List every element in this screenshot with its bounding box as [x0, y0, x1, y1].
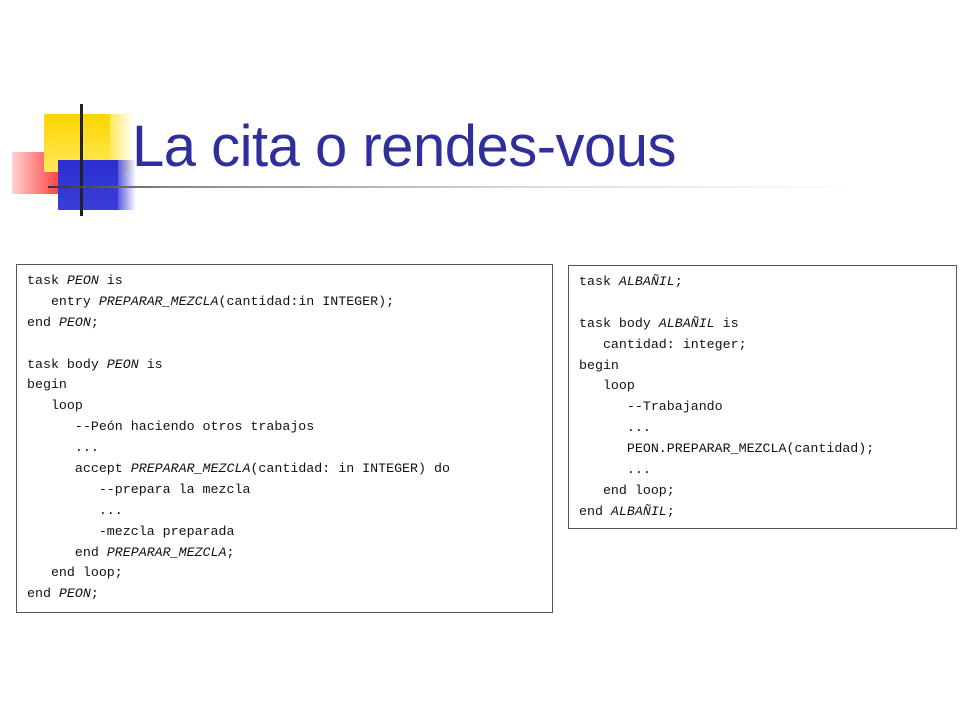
code-line: cantidad: integer; [579, 335, 946, 356]
code-line: ... [27, 438, 542, 459]
code-identifier: PEON [58, 314, 91, 330]
code-text: (cantidad:in INTEGER); [218, 293, 395, 309]
code-identifier: PEON [58, 586, 91, 602]
code-text: end loop; [27, 565, 123, 581]
code-text: end [27, 314, 59, 330]
code-text: entry [27, 293, 99, 309]
code-identifier: PREPARAR_MEZCLA [130, 461, 251, 477]
code-line: end loop; [27, 563, 542, 584]
code-line: end ALBAÑIL; [579, 502, 946, 523]
code-line: end PREPARAR_MEZCLA; [27, 543, 542, 564]
code-text: end [27, 586, 59, 602]
code-box-albanil: task ALBAÑIL; task body ALBAÑIL is cantid… [568, 265, 957, 529]
code-text: --prepara la mezcla [27, 481, 251, 497]
code-line: end PEON; [27, 313, 542, 334]
code-text: ... [579, 462, 651, 478]
code-text: task body [27, 356, 107, 372]
code-identifier: PEON [66, 273, 99, 288]
code-line: --Trabajando [579, 397, 946, 418]
code-text: task body [579, 315, 659, 331]
code-text: is [138, 356, 163, 372]
code-text: ; [226, 544, 235, 560]
code-identifier: ALBAÑIL [610, 503, 667, 519]
code-text: cantidad: integer; [579, 336, 747, 352]
code-text: (cantidad: in INTEGER) do [250, 461, 450, 477]
code-line: ... [27, 501, 542, 522]
code-text: accept [27, 461, 131, 477]
code-text: end [27, 544, 107, 560]
code-text: is [98, 273, 123, 288]
code-identifier: ALBAÑIL [618, 274, 675, 289]
slide-title: La cita o rendes-vous [132, 114, 677, 179]
decorative-vertical-line [80, 104, 83, 216]
code-line [579, 293, 946, 314]
code-text: ... [27, 502, 123, 518]
code-text: loop [27, 398, 83, 414]
code-text: --Peón haciendo otros trabajos [27, 419, 315, 435]
code-text: task [579, 274, 619, 289]
code-identifier: PREPARAR_MEZCLA [106, 544, 227, 560]
code-text: ; [674, 274, 683, 289]
code-line: task body PEON is [27, 355, 542, 376]
code-line: end loop; [579, 481, 946, 502]
code-text: ... [579, 420, 651, 436]
code-line: begin [579, 356, 946, 377]
code-line: task ALBAÑIL; [579, 272, 946, 293]
code-line: accept PREPARAR_MEZCLA(cantidad: in INTE… [27, 459, 542, 480]
code-text: loop [579, 378, 635, 394]
code-line: loop [27, 396, 542, 417]
code-line: --Peón haciendo otros trabajos [27, 417, 542, 438]
code-line: task body ALBAÑIL is [579, 314, 946, 335]
code-line: entry PREPARAR_MEZCLA(cantidad:in INTEGE… [27, 292, 542, 313]
code-line: ... [579, 418, 946, 439]
code-text: ; [90, 314, 99, 330]
code-text: --Trabajando [579, 399, 723, 415]
code-line: end PEON; [27, 584, 542, 605]
code-line: --prepara la mezcla [27, 480, 542, 501]
code-line: begin [27, 375, 542, 396]
code-text: ; [666, 503, 675, 519]
code-text: ... [27, 440, 99, 456]
code-box-peon: task PEON is entry PREPARAR_MEZCLA(canti… [16, 264, 553, 613]
code-line: loop [579, 376, 946, 397]
code-text: task [27, 273, 67, 288]
code-identifier: PEON [106, 356, 139, 372]
code-text: -mezcla preparada [27, 523, 235, 539]
code-text: is [714, 315, 739, 331]
code-identifier: PREPARAR_MEZCLA [98, 293, 219, 309]
code-text: end [579, 503, 611, 519]
code-line: task PEON is [27, 271, 542, 292]
title-underline [48, 186, 868, 188]
code-line: -mezcla preparada [27, 522, 542, 543]
code-line [27, 334, 542, 355]
code-text: ; [90, 586, 99, 602]
decorative-blue-fade [118, 160, 136, 210]
decorative-blue-square [58, 160, 118, 210]
code-identifier: ALBAÑIL [658, 315, 715, 331]
code-line: PEON.PREPARAR_MEZCLA(cantidad); [579, 439, 946, 460]
code-text: end loop; [579, 482, 675, 498]
code-text: begin [27, 377, 67, 393]
code-line: ... [579, 460, 946, 481]
code-text: begin [579, 357, 619, 373]
code-text: PEON.PREPARAR_MEZCLA(cantidad); [579, 441, 875, 457]
